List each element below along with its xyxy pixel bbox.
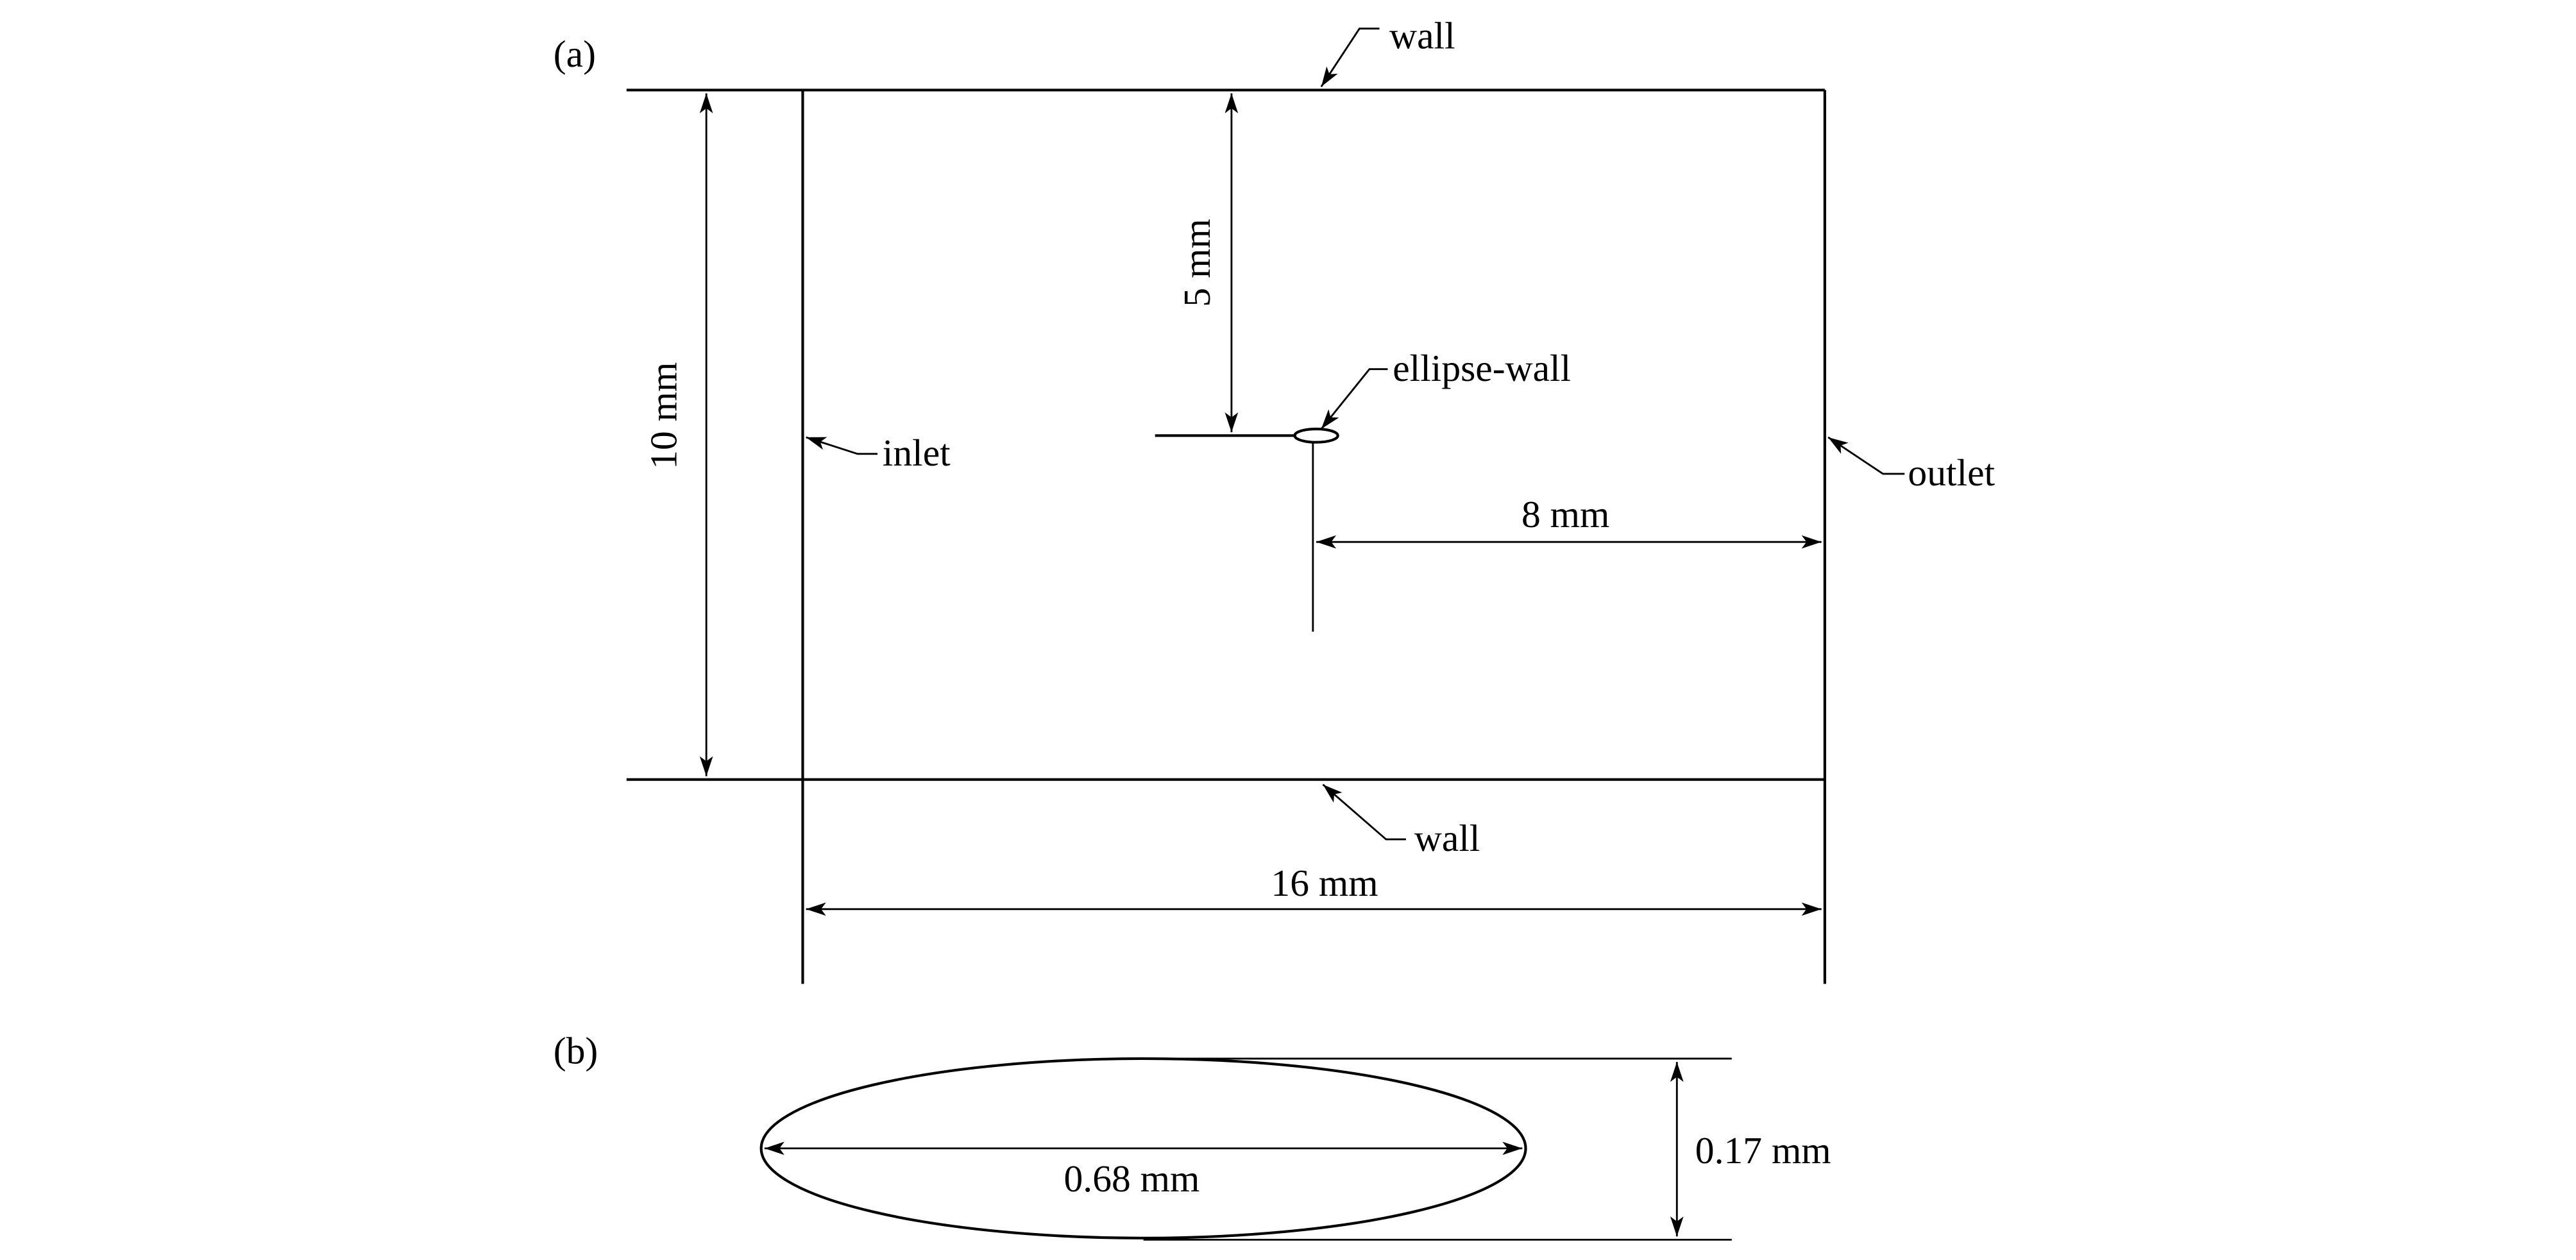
minor-axis-label: 0.17 mm xyxy=(1695,1129,1831,1172)
outlet-label: outlet xyxy=(1908,451,1995,494)
inlet-leader xyxy=(806,436,878,455)
panel-a: (a) 10 mm 5 mm 8 mm 16 mm wall wall inle… xyxy=(554,15,1996,984)
ellipse-offset-label: 5 mm xyxy=(1176,219,1218,307)
height-dimension-label: 10 mm xyxy=(643,362,685,469)
panel-b-label: (b) xyxy=(554,1030,598,1072)
top-wall-leader xyxy=(1320,28,1380,88)
bottom-wall-label: wall xyxy=(1414,817,1480,859)
panel-a-label: (a) xyxy=(554,33,596,75)
panel-b: (b) 0.17 mm 0.68 mm xyxy=(554,1030,1831,1241)
ellipse-obstacle xyxy=(1293,427,1339,444)
ellipse-to-outlet-label: 8 mm xyxy=(1521,493,1609,535)
inlet-label: inlet xyxy=(883,432,951,474)
length-dimension-label: 16 mm xyxy=(1271,862,1378,904)
bottom-wall-leader xyxy=(1322,784,1406,841)
outlet-leader xyxy=(1827,436,1905,475)
major-axis-label: 0.68 mm xyxy=(1064,1157,1200,1200)
ellipse-wall-label: ellipse-wall xyxy=(1393,347,1571,389)
top-wall-label: wall xyxy=(1389,15,1455,57)
ellipse-wall-leader xyxy=(1320,368,1388,430)
